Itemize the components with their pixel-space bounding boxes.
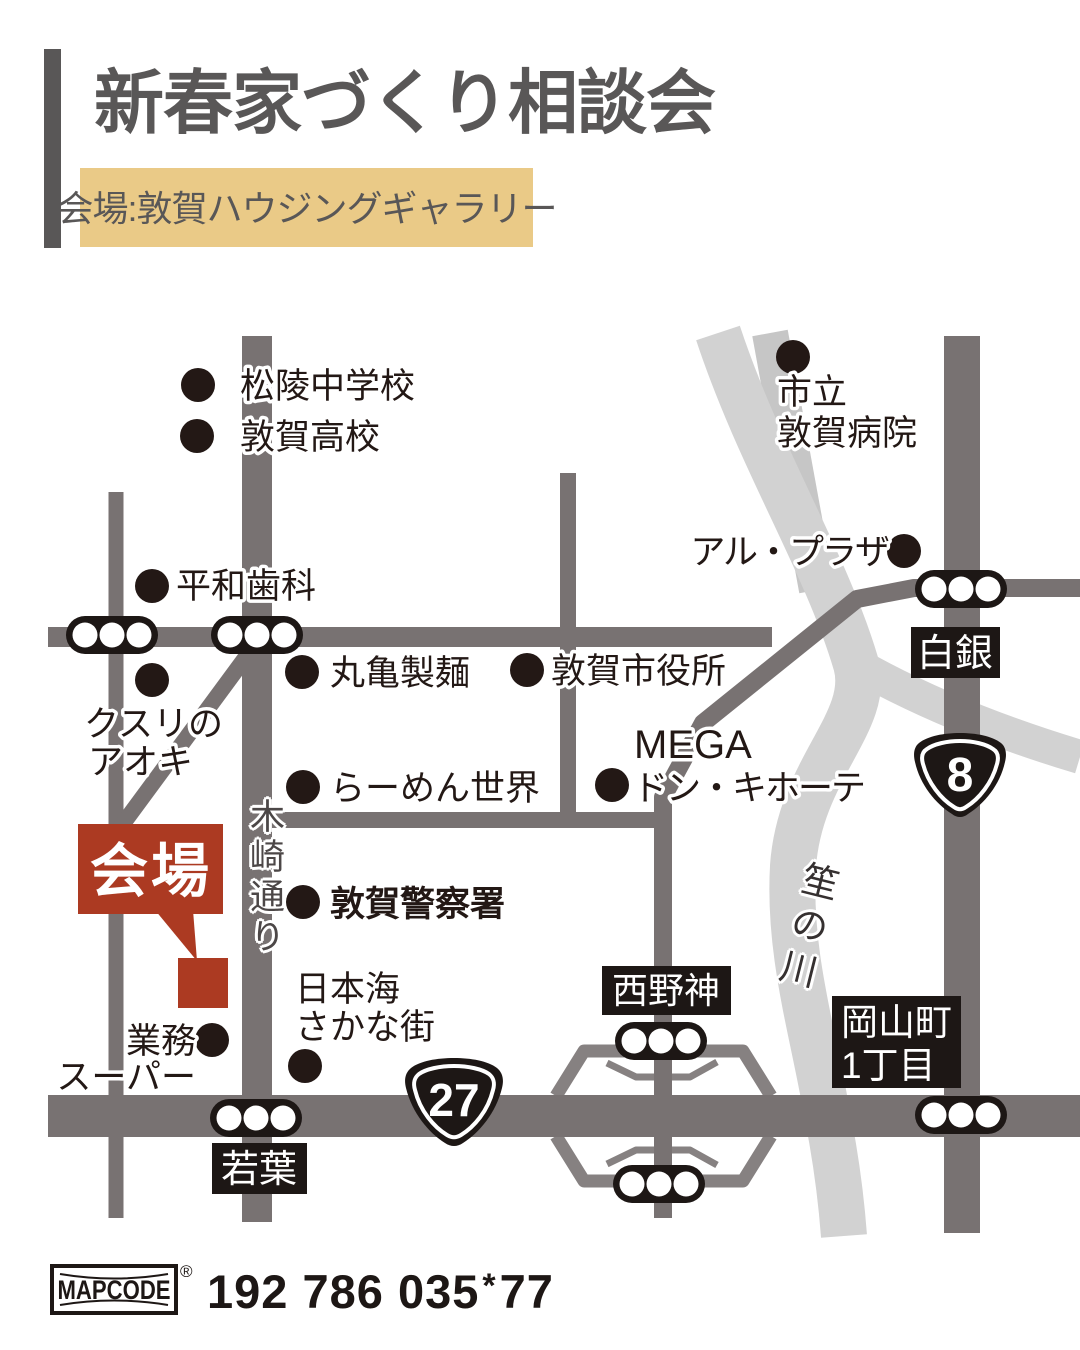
landmark-label: 業務 (126, 1022, 196, 1061)
sign-label: 西野神 (612, 970, 720, 1011)
mapcode-logo-curve-top (59, 1273, 169, 1280)
landmark-dot (510, 653, 544, 687)
sign-nishinokami: 西野神 (602, 966, 731, 1015)
traffic-light-icon (613, 1165, 705, 1203)
sign-shirogane: 白銀 (911, 627, 1000, 678)
landmark-label: MEGA (634, 723, 752, 767)
sign-label: 白銀 (917, 633, 993, 675)
landmark-label: 松陵中学校 (240, 367, 415, 406)
landmark-dot (288, 1049, 322, 1083)
landmark-dot (776, 340, 810, 374)
landmark-dot (595, 768, 629, 802)
landmark-dot (135, 569, 169, 603)
mapcode-logo-curve-bottom (59, 1299, 169, 1306)
mapcode-value-main: 192 786 035 (207, 1265, 479, 1318)
mapcode-logo-box (50, 1264, 178, 1315)
landmark-label: らーめん世界 (330, 769, 540, 808)
street-name-kizaki: 木崎通り (245, 798, 284, 958)
sign-label: 若葉 (221, 1149, 297, 1191)
traffic-light-icon (210, 1099, 302, 1137)
landmark-label: 敦賀市役所 (551, 652, 726, 691)
landmark-label: 敦賀警察署 (330, 885, 505, 924)
mapcode-reg-mark: ® (180, 1262, 193, 1281)
mapcode-logo-text: MAPCODE (57, 1276, 170, 1306)
landmark-label: クスリの (84, 705, 223, 744)
landmark-dots (135, 340, 921, 1083)
road-venue-diagonal (93, 641, 261, 860)
sign-label: 岡山町 (841, 1002, 952, 1043)
landmark-label: 丸亀製麺 (330, 654, 470, 693)
landmark-dot (285, 655, 319, 689)
landmark-dot (887, 534, 921, 568)
sign-wakaba: 若葉 (212, 1143, 307, 1194)
road-network (48, 336, 1080, 1233)
venue-label: 会場 (90, 839, 212, 904)
landmark-dot (286, 770, 320, 804)
traffic-light-icon (211, 616, 303, 654)
sign-okayamacho: 岡山町 1丁目 (832, 996, 961, 1088)
landmark-dot (135, 663, 169, 697)
landmark-label: 日本海 (295, 970, 400, 1009)
landmark-dot (195, 1023, 229, 1057)
landmark-label: 市立 (777, 373, 847, 412)
venue-banner-box (80, 168, 533, 247)
landmark-label: 敦賀高校 (240, 418, 380, 457)
mapcode-footer: MAPCODE ® 192 786 035*77 (50, 1262, 554, 1318)
venue-site-square (178, 958, 228, 1008)
sign-label: 1丁目 (841, 1045, 936, 1086)
route-number: 27 (428, 1074, 479, 1126)
traffic-light-icon (615, 1022, 707, 1060)
traffic-light-icon (915, 1096, 1007, 1134)
route8-badge: 8 (914, 733, 1006, 817)
route27-badge: 27 (405, 1058, 503, 1146)
venue-pointer (155, 910, 197, 961)
landmark-dot (181, 368, 215, 402)
place-signs: 白銀 西野神 岡山町 1丁目 若葉 (212, 627, 1000, 1194)
mapcode-value-star: * (482, 1267, 496, 1305)
landmark-label: さかな街 (295, 1008, 435, 1047)
landmark-dot (286, 885, 320, 919)
route-number: 8 (947, 749, 974, 802)
title-accent-bar (44, 49, 61, 248)
venue-banner-label: 会場:敦賀ハウジングギャラリー (57, 188, 556, 229)
route-badges: 27 8 (405, 733, 1006, 1146)
page-title: 新春家づくり相談会 (94, 64, 716, 142)
traffic-light-icon (915, 570, 1007, 608)
traffic-light-icon (66, 616, 158, 654)
landmark-label: ドン・キホーテ (633, 769, 864, 808)
landmark-label: 敦賀病院 (777, 414, 917, 453)
landmark-label: アオキ (88, 743, 193, 782)
landmark-dot (180, 419, 214, 453)
mapcode-value-suffix: 77 (500, 1265, 554, 1318)
landmark-labels: 松陵中学校 敦賀高校 市立 敦賀病院 アル・プラザ 平和歯科 クスリの アオキ … (53, 364, 921, 1101)
traffic-lights (66, 570, 1007, 1203)
venue-marker: 会場 (78, 824, 228, 1008)
landmark-label: スーパー (56, 1058, 196, 1097)
landmark-label: アル・プラザ (690, 533, 889, 572)
venue-box (78, 824, 223, 914)
header: 新春家づくり相談会 会場:敦賀ハウジングギャラリー (44, 49, 717, 248)
mapcode-value: 192 786 035*77 (207, 1265, 554, 1318)
landmark-label: 平和歯科 (176, 567, 316, 606)
